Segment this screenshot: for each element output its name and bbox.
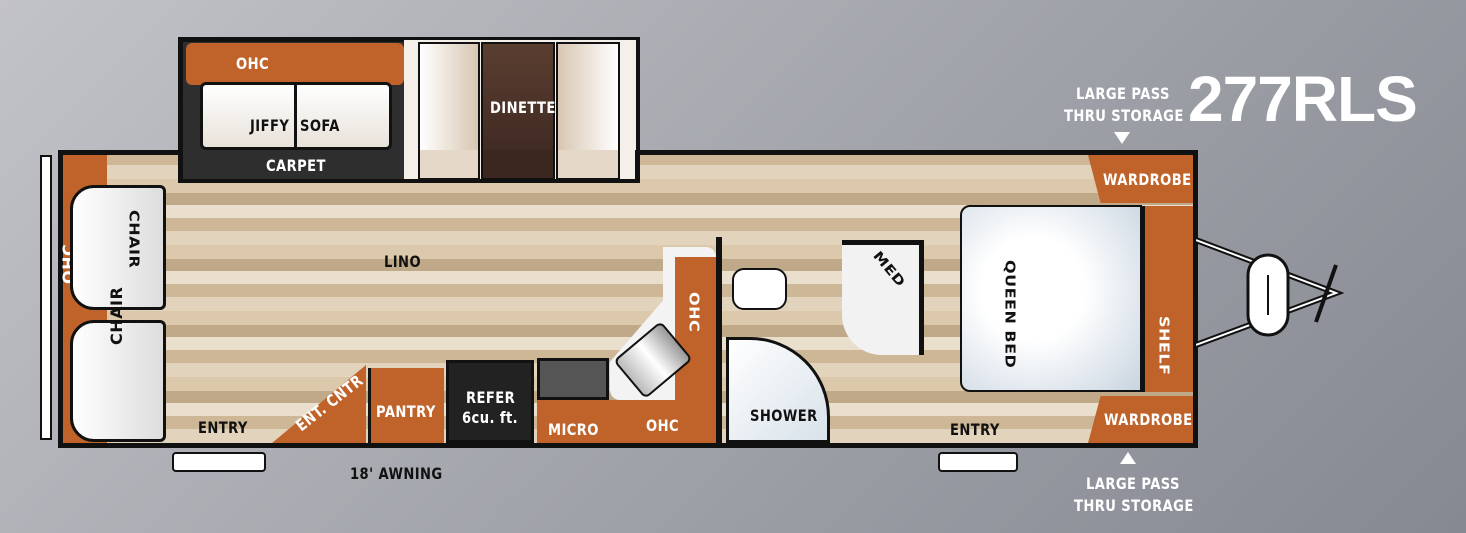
refer-size-label: 6cu. ft. [462,408,519,427]
med-closet [842,240,924,355]
wardrobe-bottom-label: WARDROBE [1104,410,1193,429]
sofa-divider [294,82,297,150]
pantry-label: PANTRY [376,402,436,421]
ohc-vertical-label: OHC [686,292,702,333]
jack-icon [1314,264,1338,323]
dinette-bench-left-lower [418,150,480,180]
shower-label: SHOWER [750,406,818,425]
ohc-slide-label: OHC [236,54,269,73]
ohc-slide-cabinet [186,43,404,85]
dinette-bench-right-lower [556,150,620,180]
wardrobe-bottom [1088,396,1193,443]
ohc-vertical-cabinet [675,257,717,400]
chair-bottom [70,320,166,442]
refrigerator [446,360,534,443]
chair-top-label: CHAIR [126,210,142,269]
entry-rear-label: ENTRY [198,418,248,437]
shelf-label: SHELF [1156,316,1172,376]
ohc-kitchen-cabinet [609,400,717,443]
bath-wall [716,237,722,443]
model-title: 277RLS [1188,63,1418,135]
stove [537,358,609,400]
dinette-label: DINETTE [490,98,556,117]
lino-label: LINO [384,252,422,271]
queen-bed [960,205,1142,392]
ohc-kitchen-label: OHC [646,416,679,435]
micro-cabinet [537,400,609,443]
chair-bottom-label: CHAIR [107,286,126,345]
arrow-up-icon [1120,452,1136,464]
dinette-table-lower [481,150,555,180]
chair-top [70,185,166,310]
rear-bumper [40,155,52,440]
pantry-cabinet [368,368,444,443]
entry-step-rear[interactable] [172,452,266,472]
entry-step-front[interactable] [938,452,1018,472]
hitch-tongue [1196,237,1345,348]
micro-label: MICRO [548,420,599,439]
wardrobe-top [1088,155,1193,203]
storage-bottom-line2: THRU STORAGE [1074,496,1194,515]
jiffy-label: JIFFY [250,116,290,135]
storage-top-line1: LARGE PASS [1076,84,1170,103]
toilet [732,268,787,310]
queen-bed-label: QUEEN BED [1002,260,1018,369]
wardrobe-top-label: WARDROBE [1103,170,1192,189]
carpet-strip [178,150,404,183]
awning-label: 18' AWNING [350,464,443,483]
refer-label: REFER [466,388,516,407]
storage-bottom-line1: LARGE PASS [1086,474,1180,493]
entry-front-label: ENTRY [950,420,1000,439]
arrow-down-icon [1114,132,1130,144]
storage-top-line2: THRU STORAGE [1064,106,1184,125]
carpet-label: CARPET [266,156,326,175]
shelf-cabinet [1142,206,1193,392]
sofa-label: SOFA [300,116,340,135]
